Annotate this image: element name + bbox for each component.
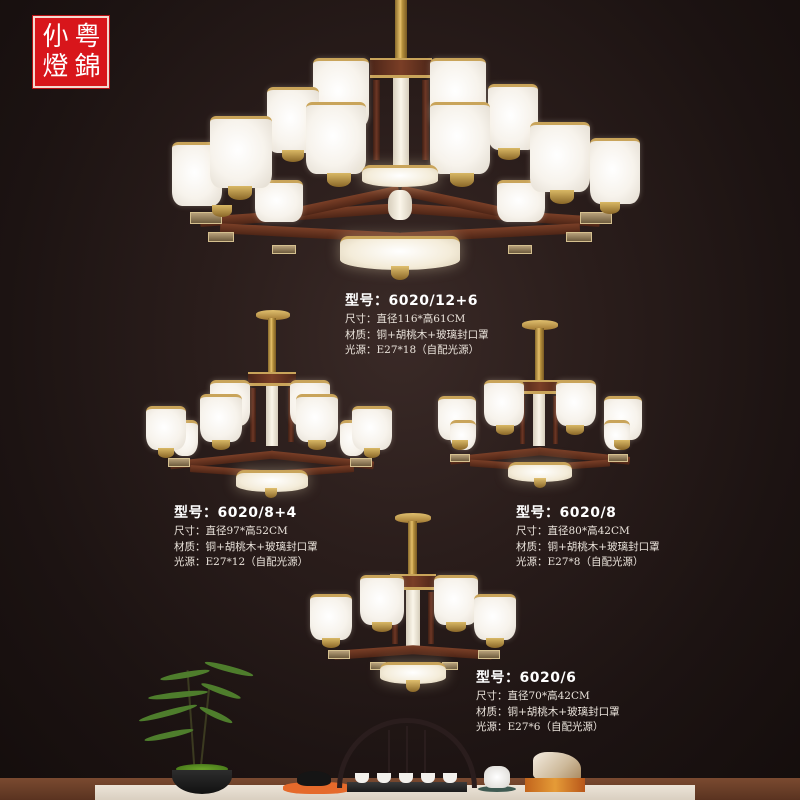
tea-jar xyxy=(484,766,510,788)
seal-char: 錦 xyxy=(74,52,100,82)
size-spec: 尺寸：直径70*高42CM xyxy=(476,690,590,702)
size-spec: 尺寸：直径116*高61CM xyxy=(345,313,466,325)
material-spec: 材质：铜+胡桃木+玻璃封口罩 xyxy=(345,328,489,341)
spec-block-6020-12-6: 型号：6020/12+6 尺寸：直径116*高61CM 材质：铜+胡桃木+玻璃封… xyxy=(345,290,489,359)
seal-char: 仦 xyxy=(42,22,68,52)
moss xyxy=(176,764,228,774)
tea-cup-tray xyxy=(347,782,467,792)
model-number: 型号：6020/12+6 xyxy=(345,293,479,309)
tea-cup xyxy=(399,773,413,783)
brand-seal-logo: 仦 粤 燈 錦 xyxy=(32,15,110,89)
size-spec: 尺寸：直径97*高52CM xyxy=(174,525,288,537)
light-source-spec: 光源：E27*18（自配光源） xyxy=(345,344,480,356)
light-source-spec: 光源：E27*6（自配光源） xyxy=(476,721,604,733)
model-number: 型号：6020/8 xyxy=(516,505,617,521)
spec-block-6020-6: 型号：6020/6 尺寸：直径70*高42CM 材质：铜+胡桃木+玻璃封口罩 光… xyxy=(476,667,620,736)
model-number: 型号：6020/8+4 xyxy=(174,505,297,521)
model-number: 型号：6020/6 xyxy=(476,670,577,686)
bonsai-plant xyxy=(130,659,270,770)
tea-cup xyxy=(355,773,369,783)
size-spec: 尺寸：直径80*高42CM xyxy=(516,525,630,537)
seal-char: 燈 xyxy=(42,52,68,82)
stone-base xyxy=(525,778,585,792)
chandelier-6020-12-6-image xyxy=(0,0,800,290)
spec-block-6020-8-4: 型号：6020/8+4 尺寸：直径97*高52CM 材质：铜+胡桃木+玻璃封口罩… xyxy=(174,502,318,571)
tea-cup xyxy=(377,773,391,783)
decorative-stone xyxy=(533,752,581,780)
teapot xyxy=(297,771,331,786)
material-spec: 材质：铜+胡桃木+玻璃封口罩 xyxy=(516,540,660,553)
material-spec: 材质：铜+胡桃木+玻璃封口罩 xyxy=(476,705,620,718)
light-source-spec: 光源：E27*8（自配光源） xyxy=(516,556,644,568)
seal-char: 粤 xyxy=(74,22,100,52)
light-source-spec: 光源：E27*12（自配光源） xyxy=(174,556,309,568)
spec-block-6020-8: 型号：6020/8 尺寸：直径80*高42CM 材质：铜+胡桃木+玻璃封口罩 光… xyxy=(516,502,660,571)
tea-cup xyxy=(443,773,457,783)
tea-cup xyxy=(421,773,435,783)
jar-saucer xyxy=(478,786,516,792)
material-spec: 材质：铜+胡桃木+玻璃封口罩 xyxy=(174,540,318,553)
